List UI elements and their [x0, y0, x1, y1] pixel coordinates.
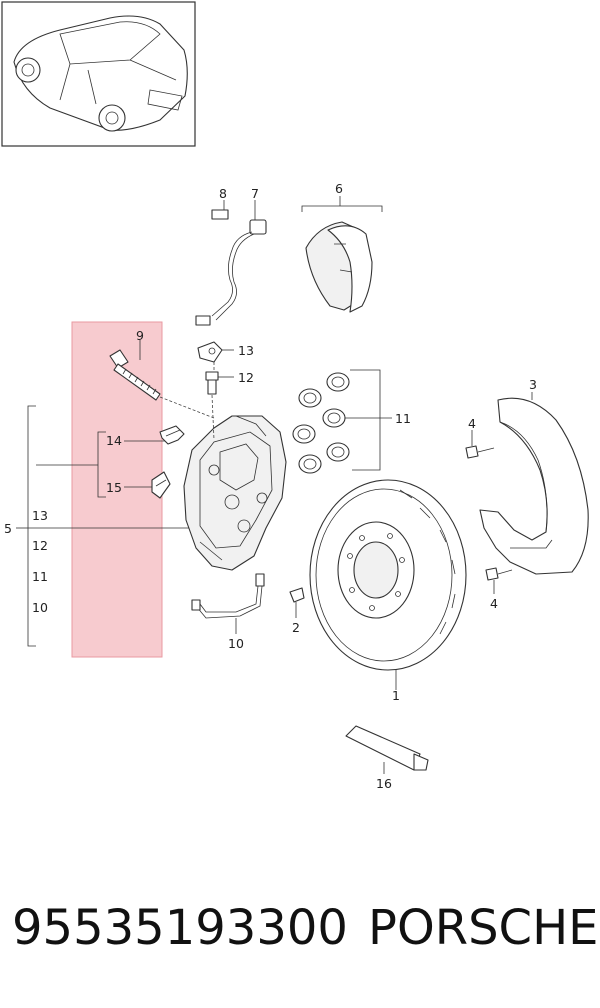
brake-disc — [309, 479, 467, 690]
callout-13: 13 — [238, 343, 254, 358]
grease-tube — [345, 725, 429, 774]
callout-16: 16 — [376, 776, 392, 791]
dust-shield — [479, 392, 589, 575]
wear-sensor — [195, 200, 267, 326]
callout-14: 14 — [106, 433, 122, 448]
brake-exploded-diagram: 1 2 3 4 4 5 6 7 8 9 10 10 11 11 12 12 13… — [1, 1, 589, 791]
caliper-bolt — [109, 340, 215, 419]
callout-11b: 11 — [32, 569, 48, 584]
callout-13b: 13 — [32, 508, 48, 523]
callout-2: 2 — [292, 620, 300, 635]
callout-9: 9 — [136, 328, 144, 343]
disc-screw — [289, 587, 305, 618]
callout-labels: 1 2 3 4 4 5 6 7 8 9 10 10 11 11 12 12 13… — [4, 181, 537, 791]
group-bracket — [16, 405, 190, 647]
callout-4b: 4 — [490, 596, 498, 611]
callout-3: 3 — [529, 377, 537, 392]
part-footer: 95535193300 PORSCHE — [12, 900, 598, 970]
callout-10b: 10 — [32, 600, 48, 615]
vehicle-thumbnail — [1, 1, 196, 147]
spring-clips — [151, 425, 185, 499]
bleeder-parts — [197, 341, 234, 441]
callout-4a: 4 — [468, 416, 476, 431]
part-number: 95535193300 — [12, 900, 348, 956]
brake-caliper — [183, 415, 287, 571]
callout-10: 10 — [228, 636, 244, 651]
callout-6: 6 — [335, 181, 343, 196]
brake-hose — [191, 573, 265, 634]
callout-12b: 12 — [32, 538, 48, 553]
piston-seals — [292, 369, 392, 474]
callout-7: 7 — [251, 186, 259, 201]
callout-12: 12 — [238, 370, 254, 385]
callout-15: 15 — [106, 480, 122, 495]
callout-5: 5 — [4, 521, 12, 536]
callout-1: 1 — [392, 688, 400, 703]
callout-8: 8 — [219, 186, 227, 201]
highlight-region — [71, 321, 163, 658]
brand-name: PORSCHE — [368, 900, 599, 956]
brake-pads — [301, 196, 383, 313]
shield-screws — [465, 430, 513, 594]
callout-11: 11 — [395, 411, 411, 426]
